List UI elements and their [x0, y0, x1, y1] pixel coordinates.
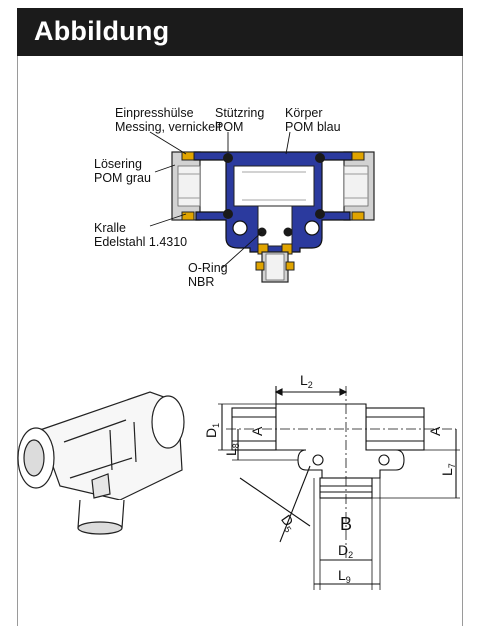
callout-koerper: Körper POM blau [285, 106, 341, 134]
dim-label-l9: L9 [338, 567, 351, 585]
svg-text:NBR: NBR [188, 275, 214, 289]
svg-text:L7: L7 [439, 463, 457, 476]
svg-text:D1: D1 [203, 423, 221, 438]
svg-text:Kralle: Kralle [94, 221, 126, 235]
svg-text:A: A [427, 426, 443, 436]
svg-text:Lösering: Lösering [94, 157, 142, 171]
dim-label-l7: L7 [439, 463, 457, 476]
dim-label-d5: D5 [276, 512, 299, 535]
dim-label-a-left: A [249, 426, 265, 436]
dimension-view [218, 386, 460, 590]
svg-text:POM grau: POM grau [94, 171, 151, 185]
callout-o-ring: O-Ring NBR [188, 261, 228, 289]
dim-label-d2: D2 [338, 542, 353, 560]
callout-einpresshuelse: Einpresshülse Messing, vernickelt [115, 106, 222, 134]
section-title: Abbildung [34, 16, 170, 46]
callout-loesering: Lösering POM grau [94, 157, 151, 185]
svg-text:POM: POM [215, 120, 243, 134]
svg-text:A: A [249, 426, 265, 436]
svg-text:Messing, vernickelt: Messing, vernickelt [115, 120, 222, 134]
svg-text:L2: L2 [300, 372, 313, 390]
dim-label-d1: D1 [203, 423, 221, 438]
svg-text:Stützring: Stützring [215, 106, 264, 120]
leader-lines [149, 131, 291, 269]
svg-text:Edelstahl 1.4310: Edelstahl 1.4310 [94, 235, 187, 249]
svg-text:Einpresshülse: Einpresshülse [115, 106, 194, 120]
dim-label-l8: L8 [223, 443, 241, 456]
callout-kralle: Kralle Edelstahl 1.4310 [94, 221, 187, 249]
section-header: Abbildung [17, 8, 463, 56]
svg-text:L9: L9 [338, 567, 351, 585]
dim-label-l2: L2 [300, 372, 313, 390]
svg-text:O-Ring: O-Ring [188, 261, 228, 275]
sectional-view [171, 151, 375, 283]
dim-label-b: B [340, 514, 352, 534]
svg-text:D2: D2 [338, 542, 353, 560]
svg-text:L8: L8 [223, 443, 241, 456]
svg-text:B: B [340, 514, 352, 534]
svg-text:POM blau: POM blau [285, 120, 341, 134]
dim-label-a-right: A [427, 426, 443, 436]
svg-text:Körper: Körper [285, 106, 323, 120]
isometric-view [17, 391, 185, 535]
svg-text:D5: D5 [276, 512, 299, 535]
callout-stuetzring: Stützring POM [215, 106, 264, 134]
